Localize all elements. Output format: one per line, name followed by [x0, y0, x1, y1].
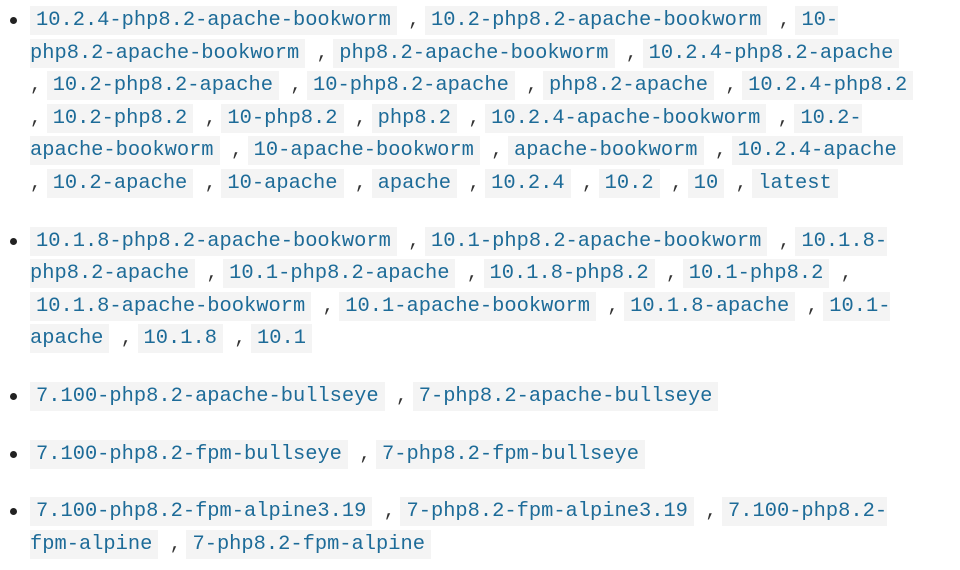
tag-code: 7-php8.2-fpm-alpine	[186, 529, 431, 559]
tag-separator: ,	[30, 106, 42, 129]
tag-separator: ,	[30, 74, 42, 97]
tag-group-item: 7.100-php8.2-fpm-bullseye , 7-php8.2-fpm…	[10, 438, 915, 471]
tag-code: 7.100-php8.2-apache-bullseye	[30, 381, 385, 411]
tag-code: 10.2-php8.2	[46, 103, 194, 133]
tag-code: 10.1-apache-bookworm	[339, 291, 597, 321]
tag-separator: ,	[384, 384, 408, 407]
tag-code: 10.2-php8.2-apache-bookworm	[424, 6, 768, 35]
tag-code: 10.1.8-php8.2-apache-bookworm	[30, 226, 397, 256]
tag-separator: ,	[372, 500, 396, 523]
tag-separator: ,	[570, 171, 594, 194]
tag-separator: ,	[109, 327, 133, 350]
tag-separator: ,	[343, 171, 367, 194]
tag-code: 7-php8.2-apache-bullseye	[412, 381, 719, 411]
tag-separator: ,	[514, 74, 538, 97]
tag-code: 10.1	[251, 324, 312, 354]
tag-code: 10.2.4	[485, 168, 571, 198]
tag-separator: ,	[654, 262, 678, 285]
tag-separator: ,	[614, 41, 638, 64]
tag-code: 10.1.8	[137, 324, 223, 354]
tag-code: 10.1.8-apache	[624, 291, 796, 321]
tag-code: 10-apache	[221, 168, 344, 198]
tag-separator: ,	[767, 9, 791, 31]
tag-separator: ,	[222, 327, 246, 350]
tag-code: 10.1.8-apache-bookworm	[30, 291, 312, 321]
tag-separator: ,	[193, 106, 217, 129]
tag-separator: ,	[305, 41, 329, 64]
tag-code: 10.1-php8.2	[682, 259, 830, 289]
tag-code: 10.2.4-apache	[731, 136, 903, 166]
tag-separator: ,	[158, 532, 182, 555]
tag-code: php8.2-apache-bookworm	[333, 38, 615, 68]
tag-code: 10-php8.2-apache	[307, 71, 515, 101]
tag-code: apache-bookworm	[508, 136, 704, 166]
tag-code: 10.2.4-php8.2-apache	[642, 38, 900, 68]
tag-group-item: 10.2.4-php8.2-apache-bookworm , 10.2-php…	[10, 4, 915, 200]
tag-separator: ,	[766, 106, 790, 129]
tag-group-item: 7.100-php8.2-apache-bullseye , 7-php8.2-…	[10, 380, 915, 413]
tag-code: apache	[371, 168, 458, 198]
tag-code: 10.2	[598, 168, 660, 198]
tag-code: 7-php8.2-fpm-bullseye	[376, 439, 645, 469]
tag-separator: ,	[311, 294, 335, 317]
tag-separator: ,	[795, 294, 819, 317]
tag-separator: ,	[278, 74, 302, 97]
tag-separator: ,	[724, 171, 747, 194]
tag-separator: ,	[479, 139, 503, 162]
tag-code: 10.1-php8.2-apache	[223, 259, 456, 289]
tag-group-item: 10.1.8-php8.2-apache-bookworm , 10.1-php…	[10, 225, 915, 355]
tag-code: 10.2-php8.2-apache	[46, 71, 279, 101]
tag-separator: ,	[714, 74, 737, 97]
tag-separator: ,	[396, 9, 420, 31]
tag-separator: ,	[343, 106, 367, 129]
tag-code: 10-php8.2	[221, 103, 344, 133]
tag-code: latest	[752, 168, 838, 198]
tag-separator: ,	[596, 294, 619, 317]
tag-separator: ,	[193, 171, 217, 194]
tag-separator: ,	[455, 262, 479, 285]
tag-separator: ,	[347, 442, 371, 465]
tag-code: 7.100-php8.2-fpm-alpine3.19	[30, 497, 373, 527]
tag-separator: ,	[829, 262, 853, 285]
tag-code: 10.1.8-php8.2	[483, 259, 655, 289]
tag-separator: ,	[693, 500, 717, 523]
tag-code: 10.2-apache	[46, 168, 194, 198]
tag-separator: ,	[659, 171, 683, 194]
tag-separator: ,	[457, 106, 480, 129]
tag-separator: ,	[703, 139, 727, 162]
tag-code: 7-php8.2-fpm-alpine3.19	[400, 497, 694, 527]
tag-code: 10.2.4-php8.2	[742, 71, 914, 101]
tag-code: 10.2.4-apache-bookworm	[485, 103, 767, 133]
tag-code: 10.1-php8.2-apache-bookworm	[424, 226, 768, 256]
tag-code: 7.100-php8.2-fpm-bullseye	[30, 439, 348, 469]
tag-code: 10.2.4-php8.2-apache-bookworm	[30, 6, 397, 35]
tag-separator: ,	[195, 262, 218, 285]
tag-code: 10-apache-bookworm	[247, 136, 480, 166]
tag-separator: ,	[30, 171, 42, 194]
tag-separator: ,	[219, 139, 243, 162]
tag-separator: ,	[767, 229, 791, 252]
supported-tags-list: 10.2.4-php8.2-apache-bookworm , 10.2-php…	[10, 4, 915, 560]
tag-group-item: 7.100-php8.2-fpm-alpine3.19 , 7-php8.2-f…	[10, 495, 915, 560]
tag-separator: ,	[396, 229, 420, 252]
tag-code: 10	[687, 168, 725, 198]
tag-code: php8.2	[371, 103, 458, 133]
tag-separator: ,	[457, 171, 480, 194]
tag-code: php8.2-apache	[542, 71, 715, 101]
